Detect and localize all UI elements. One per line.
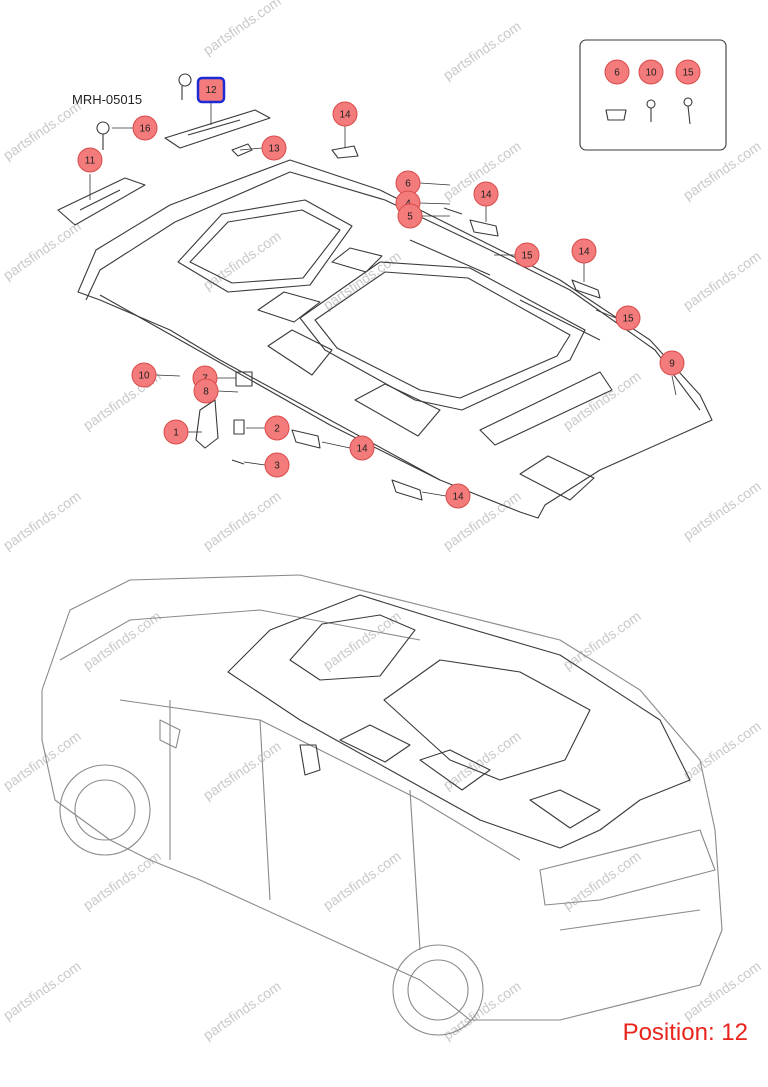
- headliner-installed: [227, 594, 691, 849]
- svg-text:12: 12: [205, 85, 217, 96]
- inset-callouts: 6 10 15: [604, 59, 701, 85]
- callout-15[interactable]: 15: [615, 305, 641, 331]
- sun-visor-assembly: [57, 73, 271, 226]
- callout-3[interactable]: 3: [264, 452, 290, 478]
- headliner-exploded: [77, 159, 713, 519]
- callout-9[interactable]: 9: [659, 350, 685, 376]
- svg-text:6: 6: [405, 179, 411, 190]
- svg-text:13: 13: [268, 144, 280, 155]
- callout-11[interactable]: 11: [77, 147, 103, 173]
- callout-8[interactable]: 8: [193, 378, 219, 404]
- svg-text:16: 16: [139, 124, 151, 135]
- callout-10[interactable]: 10: [131, 362, 157, 388]
- callout-1[interactable]: 1: [163, 419, 189, 445]
- leader-lines: [89, 103, 677, 497]
- svg-text:1: 1: [173, 428, 179, 439]
- callout-2[interactable]: 2: [264, 415, 290, 441]
- svg-text:3: 3: [274, 461, 280, 472]
- diagram-code: MRH-05015: [72, 92, 143, 107]
- svg-text:6: 6: [614, 68, 620, 79]
- inset-callout-15: 15: [675, 59, 701, 85]
- callout-14[interactable]: 14: [332, 101, 358, 127]
- svg-text:10: 10: [645, 68, 657, 79]
- svg-text:14: 14: [480, 190, 492, 201]
- inset-callout-10: 10: [638, 59, 664, 85]
- svg-text:14: 14: [339, 110, 351, 121]
- fastener-inset: [579, 39, 727, 151]
- callout-5[interactable]: 5: [397, 203, 423, 229]
- callout-15[interactable]: 15: [514, 242, 540, 268]
- callout-14[interactable]: 14: [445, 483, 471, 509]
- callout-14[interactable]: 14: [473, 181, 499, 207]
- svg-text:2: 2: [274, 424, 280, 435]
- inset-callout-6: 6: [604, 59, 630, 85]
- svg-text:15: 15: [622, 314, 634, 325]
- callout-16[interactable]: 16: [132, 115, 158, 141]
- svg-text:11: 11: [85, 156, 96, 167]
- callout-12-highlighted[interactable]: 12: [196, 76, 226, 104]
- callout-14[interactable]: 14: [571, 238, 597, 264]
- svg-text:14: 14: [452, 492, 464, 503]
- grab-handles: [195, 145, 601, 501]
- svg-text:5: 5: [407, 212, 413, 223]
- callouts: 12 16 11 13 14 6: [77, 76, 685, 509]
- svg-text:15: 15: [682, 68, 694, 79]
- svg-text:15: 15: [521, 251, 533, 262]
- svg-text:14: 14: [356, 444, 368, 455]
- vehicle-outline: [41, 574, 723, 1036]
- callout-14[interactable]: 14: [349, 435, 375, 461]
- position-label: Position: 12: [622, 1019, 748, 1046]
- callout-13[interactable]: 13: [261, 135, 287, 161]
- svg-text:8: 8: [203, 387, 209, 398]
- svg-text:14: 14: [578, 247, 590, 258]
- svg-text:9: 9: [669, 359, 675, 370]
- svg-text:10: 10: [138, 371, 150, 382]
